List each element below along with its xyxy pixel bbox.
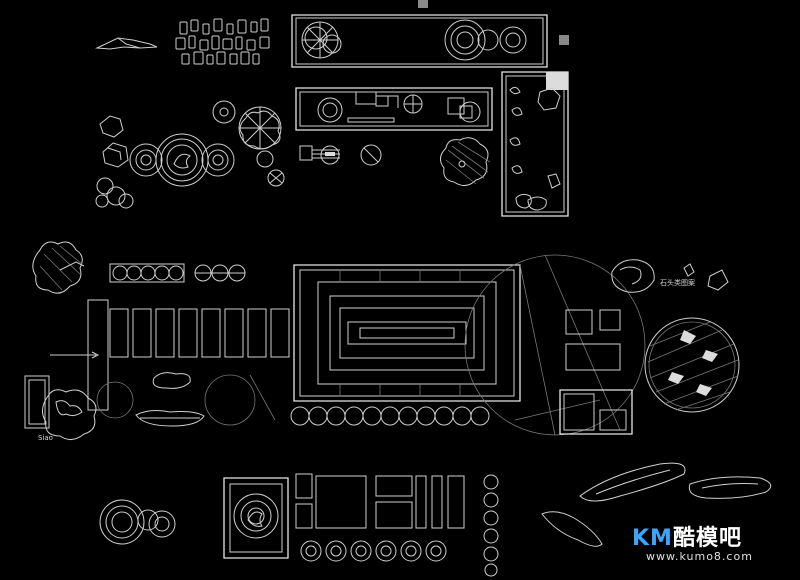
marker-square [559, 35, 569, 45]
watermark-brand: KM酷模吧 [632, 520, 742, 552]
stone-outlines-bottom-right [542, 463, 771, 546]
bottom-layout-grid [296, 474, 464, 561]
rectangle-panels [560, 310, 632, 434]
watermark-brand-latin: KM [632, 526, 673, 551]
vertical-circle-column [484, 475, 498, 576]
small-label: Siao [38, 434, 53, 442]
stepping-stone-tiles [176, 19, 269, 64]
hatched-tree-canopy [645, 318, 739, 412]
stone-slab-symbol [97, 38, 157, 49]
rock-symbols-right: 石头类图案 [612, 260, 728, 293]
bottom-pond-frame [224, 478, 288, 558]
long-walkway [50, 300, 289, 410]
circle-row-c [291, 407, 489, 425]
tree-symbol-left [33, 242, 84, 293]
tree-symbol-left-lower: Siao [38, 390, 96, 442]
marker-square [418, 0, 428, 8]
circle-row-a [110, 264, 184, 282]
circle-row-b [195, 265, 245, 281]
boulder-symbols-left [96, 116, 133, 208]
watermark-url: www.kumo8.com [646, 550, 753, 563]
concentric-medallion [130, 134, 234, 186]
central-plaza [97, 255, 645, 435]
top-pond-planter [292, 15, 547, 67]
rock-pattern-label: 石头类图案 [660, 278, 695, 287]
bottom-medallion [100, 500, 175, 544]
watermark-logo: KM酷模吧 www.kumo8.com [632, 520, 782, 570]
feature-pool-plan [296, 88, 492, 165]
shrub-hatched-symbol [440, 138, 490, 186]
right-planter-bed [502, 72, 568, 216]
pebble-shapes [25, 373, 204, 428]
tree-cluster-canopy [213, 101, 284, 186]
watermark-brand-cn: 酷模吧 [672, 526, 742, 551]
